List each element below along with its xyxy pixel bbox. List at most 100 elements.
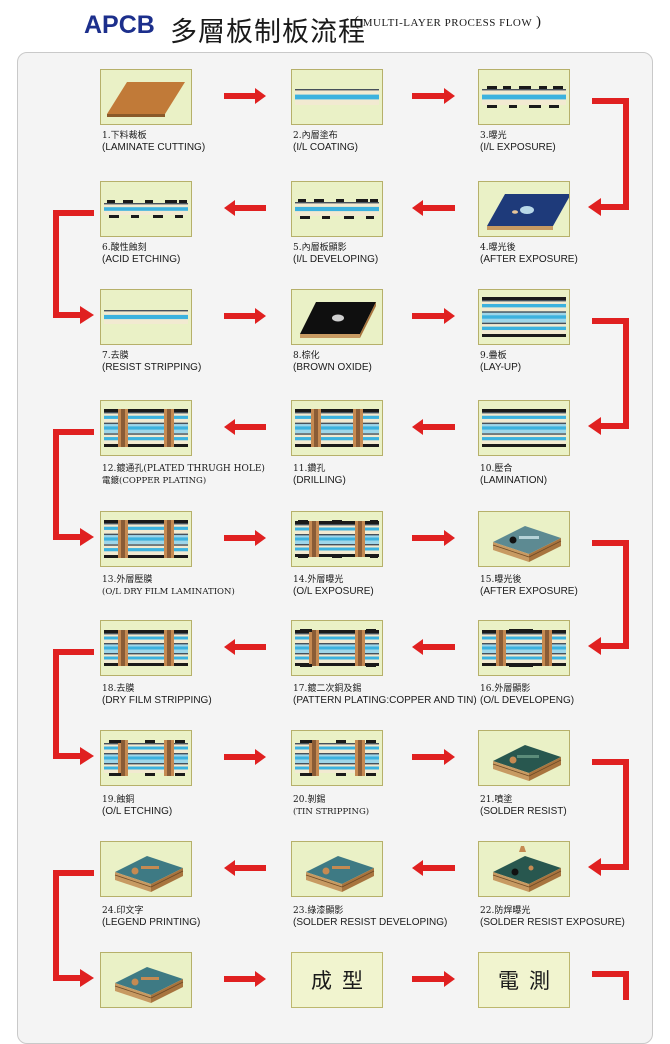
pattern-plated-stack-icon [295,629,379,667]
step-number: 2.內層塗布 [293,131,338,141]
step-label-11: 11.鑽孔(DRILLING) [293,463,346,487]
plated-stack-icon [104,409,188,447]
step-english: (PATTERN PLATING:COPPER AND TIN) [293,695,477,706]
step-thumbnail-24 [100,841,192,897]
stripped-core-icon [104,310,188,324]
brand-logo: APCB [84,11,155,39]
step-english: (LAMINATE CUTTING) [102,142,206,153]
tin-stripped-stack-icon [295,740,379,776]
legend-printed-board-icon [114,856,184,892]
step-label-20: 20.剝錫 (TIN STRIPPING) [293,794,369,818]
step-english: 電鍍(COPPER PLATING) [102,476,207,486]
step-box-text: 電測 [498,969,560,993]
outer-exposure-stack-icon [295,520,379,558]
layup-stack-icon [482,297,566,337]
step-label-18: 18.去膜(DRY FILM STRIPPING) [102,683,212,707]
step-thumbnail-14 [291,511,383,567]
step-number: 8.棕化 [293,351,320,361]
coated-core-icon [295,89,379,105]
step-number: 6.酸性蝕刻 [102,243,147,253]
step-thumbnail-16 [478,620,570,676]
drilled-stack-icon [295,409,379,447]
step-thumbnail-6 [100,181,192,237]
step-thumbnail-5 [291,181,383,237]
page-subtitle: ( MULTI-LAYER PROCESS FLOW ) [354,14,541,30]
step-label-4: 4.曝光後(AFTER EXPOSURE) [480,242,578,266]
step-number: 21.噴塗 [480,795,513,805]
step-number: 20.剝錫 [293,795,326,805]
step-thumbnail-22 [478,841,570,897]
page-header: APCB 多層板制板流程 ( MULTI-LAYER PROCESS FLOW … [0,0,670,50]
step-english: (AFTER EXPOSURE) [480,586,578,597]
step-number: 11.鑽孔 [293,464,326,474]
step-thumbnail-13 [100,511,192,567]
step-english: (O/L DRY FILM LAMINATION) [102,587,235,597]
step-number: 24.印文字 [102,906,144,916]
step-english: (BROWN OXIDE) [293,362,372,373]
step-thumbnail-26: 成型 [291,952,383,1008]
exposed-panel-icon [487,194,569,230]
step-number: 17.鍍二次銅及錫 [293,684,362,694]
step-english: (SOLDER RESIST EXPOSURE) [480,917,625,928]
step-box-text: 成型 [311,969,373,993]
outer-developed-stack-icon [482,629,566,667]
step-label-2: 2.內層塗布(I/L COATING) [293,130,358,154]
step-label-13: 13.外層壓膜 (O/L DRY FILM LAMINATION) [102,574,235,598]
step-english: (RESIST STRIPPING) [102,362,202,373]
step-number: 18.去膜 [102,684,135,694]
laminate-sheet-icon [107,82,185,117]
solder-exposure-board-icon [492,846,562,892]
page-title: 多層板制板流程 [170,17,366,48]
dry-film-stack-icon [104,520,188,558]
step-thumbnail-12 [100,400,192,456]
step-thumbnail-23 [291,841,383,897]
step-label-10: 10.壓合(LAMINATION) [480,463,547,487]
step-thumbnail-10 [478,400,570,456]
outer-etched-stack-icon [104,740,188,776]
step-number: 10.壓合 [480,464,513,474]
step-thumbnail-27: 電測 [478,952,570,1008]
step-thumbnail-19 [100,730,192,786]
step-label-3: 3.曝光(I/L EXPOSURE) [480,130,556,154]
step-number: 13.外層壓膜 [102,575,153,585]
step-english: (DRY FILM STRIPPING) [102,695,212,706]
step-thumbnail-20 [291,730,383,786]
step-thumbnail-1 [100,69,192,125]
step-english: (AFTER EXPOSURE) [480,254,578,265]
step-number: 1.下料裁板 [102,131,147,141]
brown-oxide-panel-icon [300,302,376,338]
step-number: 7.去膜 [102,351,129,361]
step-thumbnail-15 [478,511,570,567]
step-label-7: 7.去膜(RESIST STRIPPING) [102,350,201,374]
solder-resist-board-icon [492,745,562,781]
step-english: (SOLDER RESIST) [480,806,567,817]
step-number: 19.蝕銅 [102,795,135,805]
step-label-5: 5.內層板顯影(I/L DEVELOPING) [293,242,378,266]
step-thumbnail-2 [291,69,383,125]
step-thumbnail-11 [291,400,383,456]
step-english: (O/L EXPOSURE) [293,586,374,597]
step-thumbnail-25 [100,952,192,1008]
step-english: (LAY-UP) [480,362,522,373]
step-thumbnail-8 [291,289,383,345]
step-number: 23.綠漆顯影 [293,906,344,916]
step-number: 15.曝光後 [480,575,522,585]
step-label-12: 12.鍍通孔(PLATED THRUGH HOLE)電鍍(COPPER PLAT… [102,463,265,487]
step-label-16: 16.外層顯影(O/L DEVELOPENG) [480,683,574,707]
step-label-14: 14.外層曝光(O/L EXPOSURE) [293,574,374,598]
step-thumbnail-3 [478,69,570,125]
step-number: 22.防焊曝光 [480,906,531,916]
step-label-19: 19.蝕銅(O/L ETCHING) [102,794,172,818]
step-label-15: 15.曝光後(AFTER EXPOSURE) [480,574,578,598]
step-english: (I/L DEVELOPING) [293,254,379,265]
step-label-9: 9.疊板(LAY-UP) [480,350,521,374]
step-thumbnail-21 [478,730,570,786]
step-english: (TIN STRIPPING) [293,807,370,817]
step-english: (LEGEND PRINTING) [102,917,201,928]
step-english: (SOLDER RESIST DEVELOPING) [293,917,448,928]
step-english: (LAMINATION) [480,475,548,486]
step-label-17: 17.鍍二次銅及錫(PATTERN PLATING:COPPER AND TIN… [293,683,477,707]
step-english: (O/L ETCHING) [102,806,173,817]
step-thumbnail-17 [291,620,383,676]
step-number: 5.內層板顯影 [293,243,347,253]
